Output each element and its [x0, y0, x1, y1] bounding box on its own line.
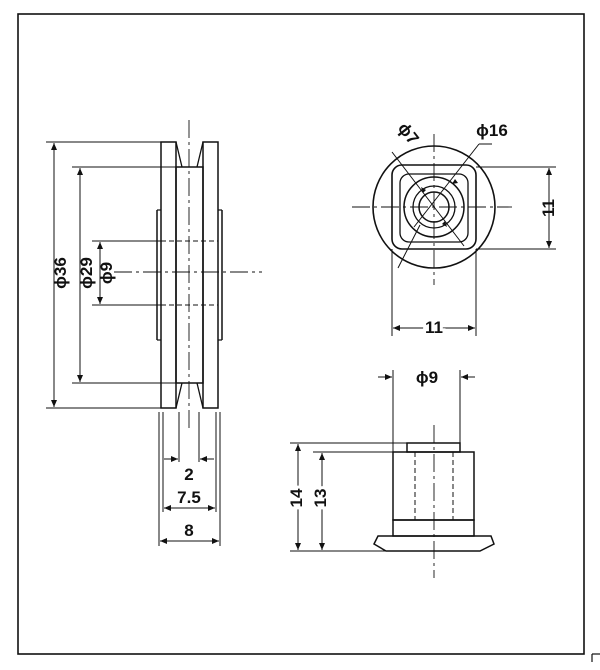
dim-shaft-height: 13: [311, 489, 330, 508]
shaft-cap: [406, 442, 461, 453]
pulley-groove: [175, 166, 204, 384]
pulley-vertical-dimensions: [46, 141, 176, 409]
drawing-border: [17, 13, 585, 655]
holder-collar: [392, 519, 475, 537]
dim-bore-diameter: ϕ9: [97, 262, 116, 284]
dim-inner-ring: ϕ7: [394, 119, 423, 148]
pulley-left-flange: [160, 141, 177, 409]
holder-base-flange: [373, 535, 495, 552]
holder-dimensions: [290, 370, 475, 552]
bearing-square-dimensions: [391, 166, 556, 336]
dim-total-width: 8: [184, 521, 193, 540]
bearing-front-view: [352, 134, 512, 285]
dim-groove-diameter: ϕ29: [77, 257, 96, 289]
dim-square-height: 11: [539, 199, 558, 217]
pulley-horizontal-dimensions: [158, 412, 221, 546]
dim-outer-diameter: ϕ36: [51, 257, 70, 289]
dim-groove-width: 2: [184, 465, 193, 484]
dim-outer-ring: ϕ16: [476, 121, 508, 140]
dim-inner-width: 7.5: [177, 488, 201, 507]
holder-body: [392, 451, 475, 521]
pulley-side-view: [114, 120, 262, 428]
dim-shaft-diameter: ϕ9: [416, 368, 438, 387]
dim-square-width: 11: [425, 318, 443, 337]
holder-side-view: [373, 425, 495, 578]
pulley-right-flange: [202, 141, 219, 409]
dim-total-height: 14: [287, 488, 306, 507]
